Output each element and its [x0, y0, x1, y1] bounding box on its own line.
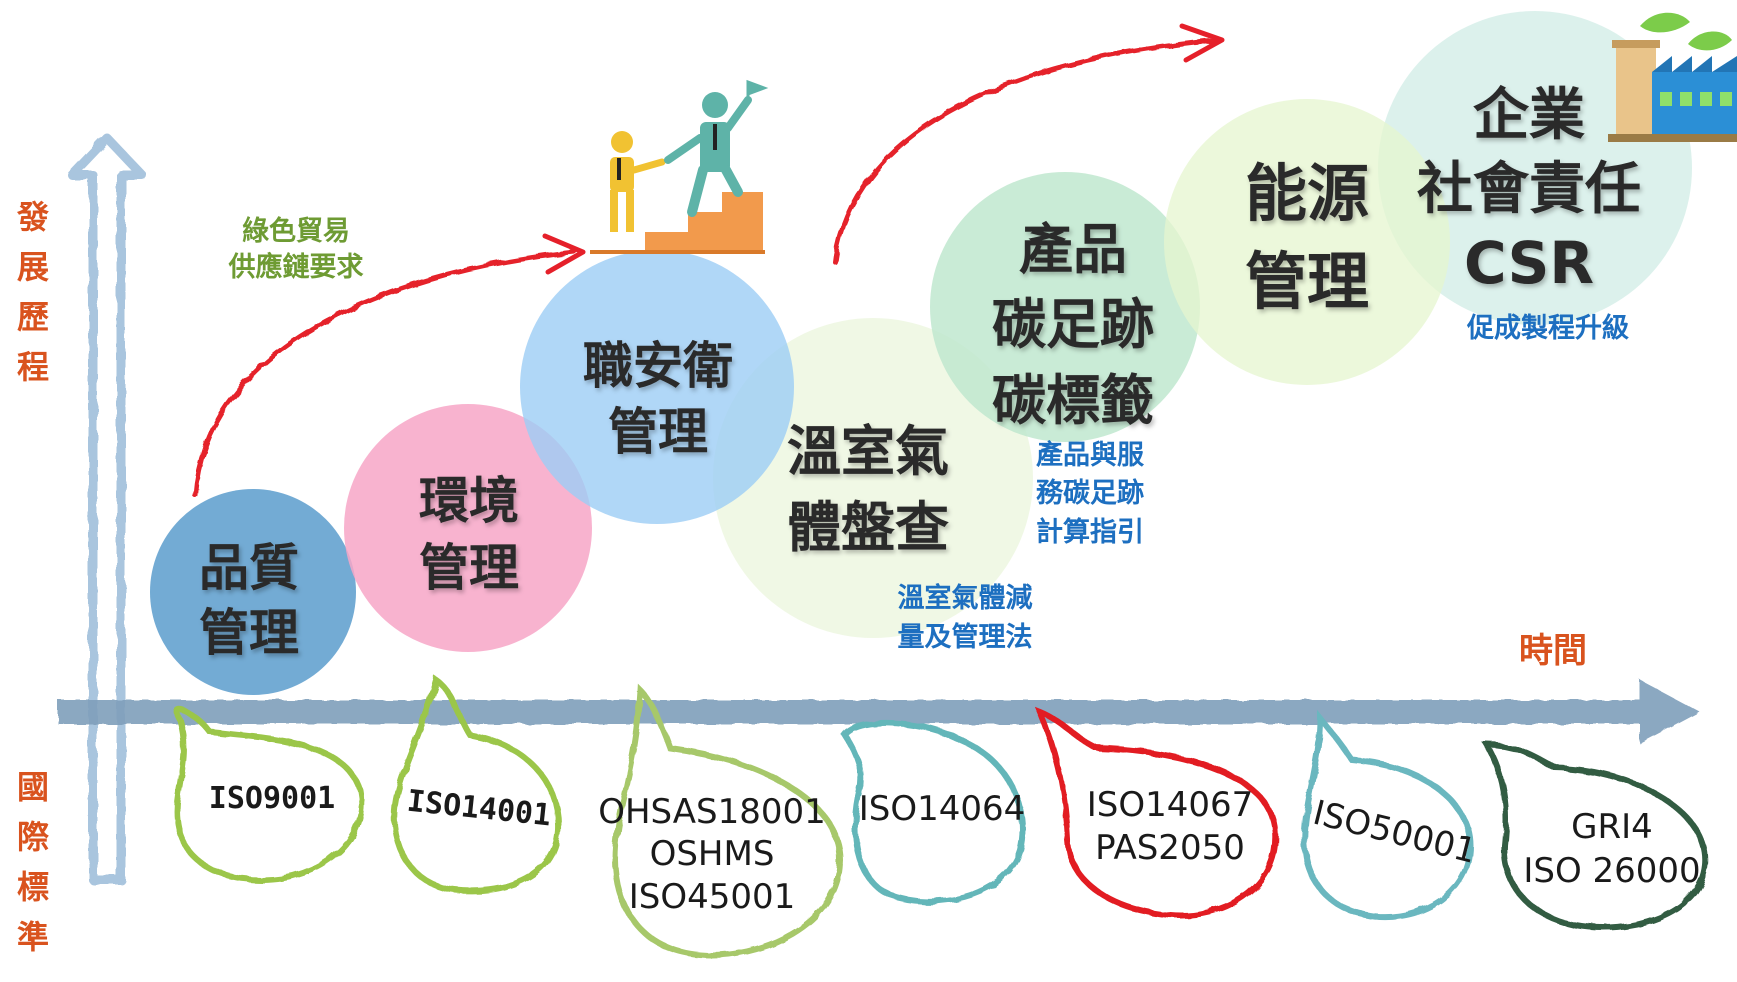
- svg-text:量及管理法: 量及管理法: [898, 622, 1033, 653]
- standard-text-iso14067-2: PAS2050: [1095, 828, 1245, 868]
- standard-text-ohsas-3: ISO45001: [629, 877, 796, 917]
- stage-bubble-ohs: [520, 250, 794, 524]
- standard-balloon-iso14064: [841, 719, 1026, 905]
- stage-label-energy-1: 能源: [1245, 157, 1369, 230]
- svg-text:務碳足跡: 務碳足跡: [1036, 478, 1144, 509]
- stage-label-product-2: 碳足跡: [992, 293, 1154, 356]
- stage-label-csr-2: 社會責任: [1417, 157, 1641, 222]
- growth-arrow-1: [192, 233, 586, 498]
- stage-label-environment-2: 管理: [419, 539, 519, 597]
- stage-label-ohs-2: 管理: [608, 403, 708, 461]
- stage-label-csr-3: CSR: [1464, 229, 1594, 297]
- stage-bubble-product: [930, 172, 1200, 442]
- stage-label-ohs-1: 職安衛: [583, 337, 733, 395]
- standard-balloon-iso50001: [1301, 709, 1474, 921]
- standard-text-iso14067-1: ISO14067: [1087, 785, 1254, 825]
- stage-bubble-environment: [344, 404, 592, 652]
- svg-text:歷: 歷: [17, 298, 49, 336]
- stage-label-quality-2: 管理: [199, 604, 299, 662]
- factory-leaf-icon: [1608, 12, 1737, 142]
- stage-label-energy-2: 管理: [1245, 245, 1369, 318]
- standard-text-ohsas-2: OSHMS: [650, 834, 775, 874]
- svg-text:標: 標: [17, 868, 49, 906]
- trade-note: 綠色貿易 供應鏈要求: [228, 215, 364, 283]
- vertical-axis-arrow: [67, 133, 147, 885]
- stage-label-quality-1: 品質: [199, 539, 299, 597]
- time-axis-label: 時間: [1519, 631, 1587, 671]
- standard-text-iso14064: ISO14064: [859, 789, 1026, 829]
- stage-bubble-csr: [1378, 11, 1692, 325]
- svg-text:展: 展: [17, 248, 49, 286]
- svg-text:計算指引: 計算指引: [1036, 516, 1144, 548]
- svg-text:國: 國: [17, 768, 49, 806]
- standard-text-iso14001: ISO14001: [405, 784, 552, 834]
- stage-label-product-3: 碳標籤: [992, 369, 1154, 432]
- standard-balloon-iso9001: [173, 706, 365, 884]
- standard-text-gri4-1: GRI4: [1571, 807, 1653, 847]
- standards-axis-label: 國 際 標 準: [17, 768, 49, 956]
- stage-bubble-quality: [150, 489, 356, 695]
- svg-text:程: 程: [17, 348, 49, 386]
- standard-balloon-gri4: [1481, 741, 1709, 931]
- standard-balloon-iso14001: [391, 675, 562, 894]
- note-product: 產品與服 務碳足跡 計算指引: [1036, 439, 1145, 548]
- svg-text:綠色貿易: 綠色貿易: [242, 215, 350, 247]
- svg-text:溫室氣體減: 溫室氣體減: [898, 582, 1033, 614]
- standard-text-ohsas-1: OHSAS18001: [598, 792, 826, 832]
- standard-balloon-ohsas: [611, 683, 844, 959]
- stage-bubble-energy: [1164, 99, 1450, 385]
- stage-label-ghg-1: 溫室氣: [787, 420, 949, 483]
- vertical-axis-label: 發 展 歷 程: [16, 198, 49, 386]
- standard-balloon-iso14067: [1034, 706, 1279, 919]
- svg-text:準: 準: [17, 918, 49, 956]
- note-csr: 促成製程升級: [1466, 312, 1629, 344]
- svg-text:發: 發: [16, 198, 49, 236]
- svg-text:際: 際: [17, 818, 49, 856]
- standard-text-gri4-2: ISO 26000: [1523, 851, 1700, 891]
- svg-text:供應鏈要求: 供應鏈要求: [228, 251, 364, 283]
- stage-label-ghg-2: 體盤查: [787, 496, 949, 559]
- stage-label-product-1: 產品: [1019, 218, 1127, 281]
- note-ghg: 溫室氣體減 量及管理法: [898, 582, 1033, 653]
- stage-label-environment-1: 環境: [419, 472, 519, 530]
- stairs-people-icon: [590, 79, 769, 254]
- growth-arrow-2: [832, 23, 1225, 265]
- stage-label-csr-1: 企業: [1473, 83, 1585, 148]
- standard-text-iso9001: ISO9001: [209, 781, 335, 816]
- svg-text:產品與服: 產品與服: [1036, 439, 1145, 471]
- time-axis-arrow: [58, 680, 1700, 744]
